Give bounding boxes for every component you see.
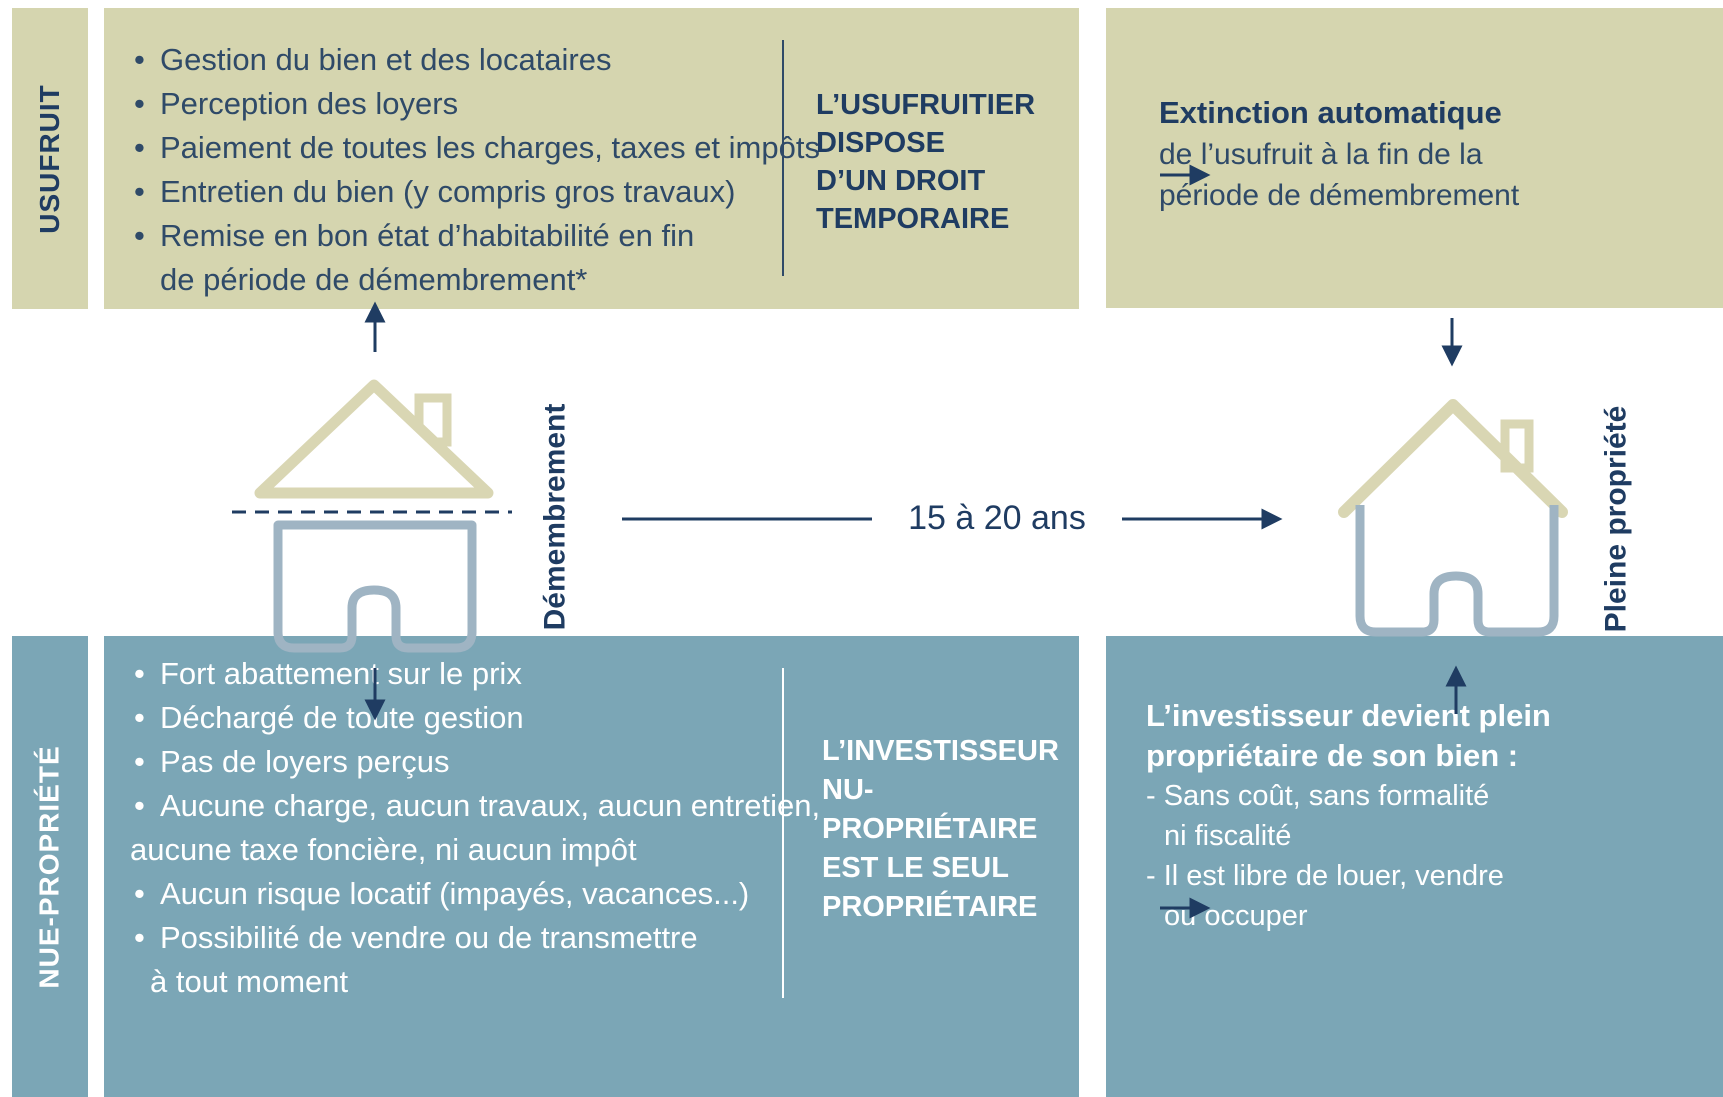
nue-propriete-outcome-text: L’investisseur devient plein propriétair… <box>1146 698 1551 932</box>
usufruit-outcome-text: Extinction automatique de l’usufruit à l… <box>1159 95 1520 212</box>
nue-propriete-divider <box>782 668 784 998</box>
nue-propriete-title: L’INVESTISSEUR NU- PROPRIÉTAIRE EST LE S… <box>822 735 1059 923</box>
list-item: à tout moment <box>150 964 349 999</box>
list-item: •Aucun risque locatif (impayés, vacances… <box>134 876 750 911</box>
list-item: aucune taxe foncière, ni aucun impôt <box>130 832 637 867</box>
pleine-propriete-label: Pleine propriété <box>1599 405 1633 633</box>
usufruit-outcome-panel: Extinction automatique de l’usufruit à l… <box>1106 8 1723 308</box>
usufruit-bullet-list: •Gestion du bien et des locataires •Perc… <box>134 38 820 302</box>
nue-propriete-outcome-panel: L’investisseur devient plein propriétair… <box>1106 636 1723 1097</box>
list-item: •Perception des loyers <box>134 86 459 121</box>
house-split-icon <box>232 379 512 653</box>
list-item: •Entretien du bien (y compris gros trava… <box>134 174 736 209</box>
list-item: •Remise en bon état d’habitabilité en fi… <box>134 218 695 253</box>
timeline-duration-label: 15 à 20 ans <box>908 499 1086 537</box>
list-item: •Paiement de toutes les charges, taxes e… <box>134 130 820 165</box>
list-item: de période de démembrement* <box>160 262 588 297</box>
list-item: •Aucune charge, aucun travaux, aucun ent… <box>134 788 821 823</box>
usufruit-divider <box>782 40 784 276</box>
usufruit-rights-panel: •Gestion du bien et des locataires •Perc… <box>104 8 1079 309</box>
usufruit-side-label: USUFRUIT <box>12 8 88 309</box>
list-item: •Gestion du bien et des locataires <box>134 42 612 77</box>
list-item: •Possibilité de vendre ou de transmettre <box>134 920 698 955</box>
demembrement-label: Démembrement <box>538 403 571 631</box>
list-item: •Déchargé de toute gestion <box>134 700 524 735</box>
nue-propriete-bullet-list: •Fort abattement sur le prix •Déchargé d… <box>130 652 821 1004</box>
house-full-icon <box>1338 399 1568 637</box>
usufruit-title: L’USUFRUITIER DISPOSE D’UN DROIT TEMPORA… <box>816 89 1036 235</box>
list-item: •Fort abattement sur le prix <box>134 656 522 691</box>
list-item: •Pas de loyers perçus <box>134 744 450 779</box>
nue-propriete-rights-panel: •Fort abattement sur le prix •Déchargé d… <box>104 636 1079 1097</box>
nue-propriete-side-label: NUE-PROPRIÉTÉ <box>12 636 88 1097</box>
